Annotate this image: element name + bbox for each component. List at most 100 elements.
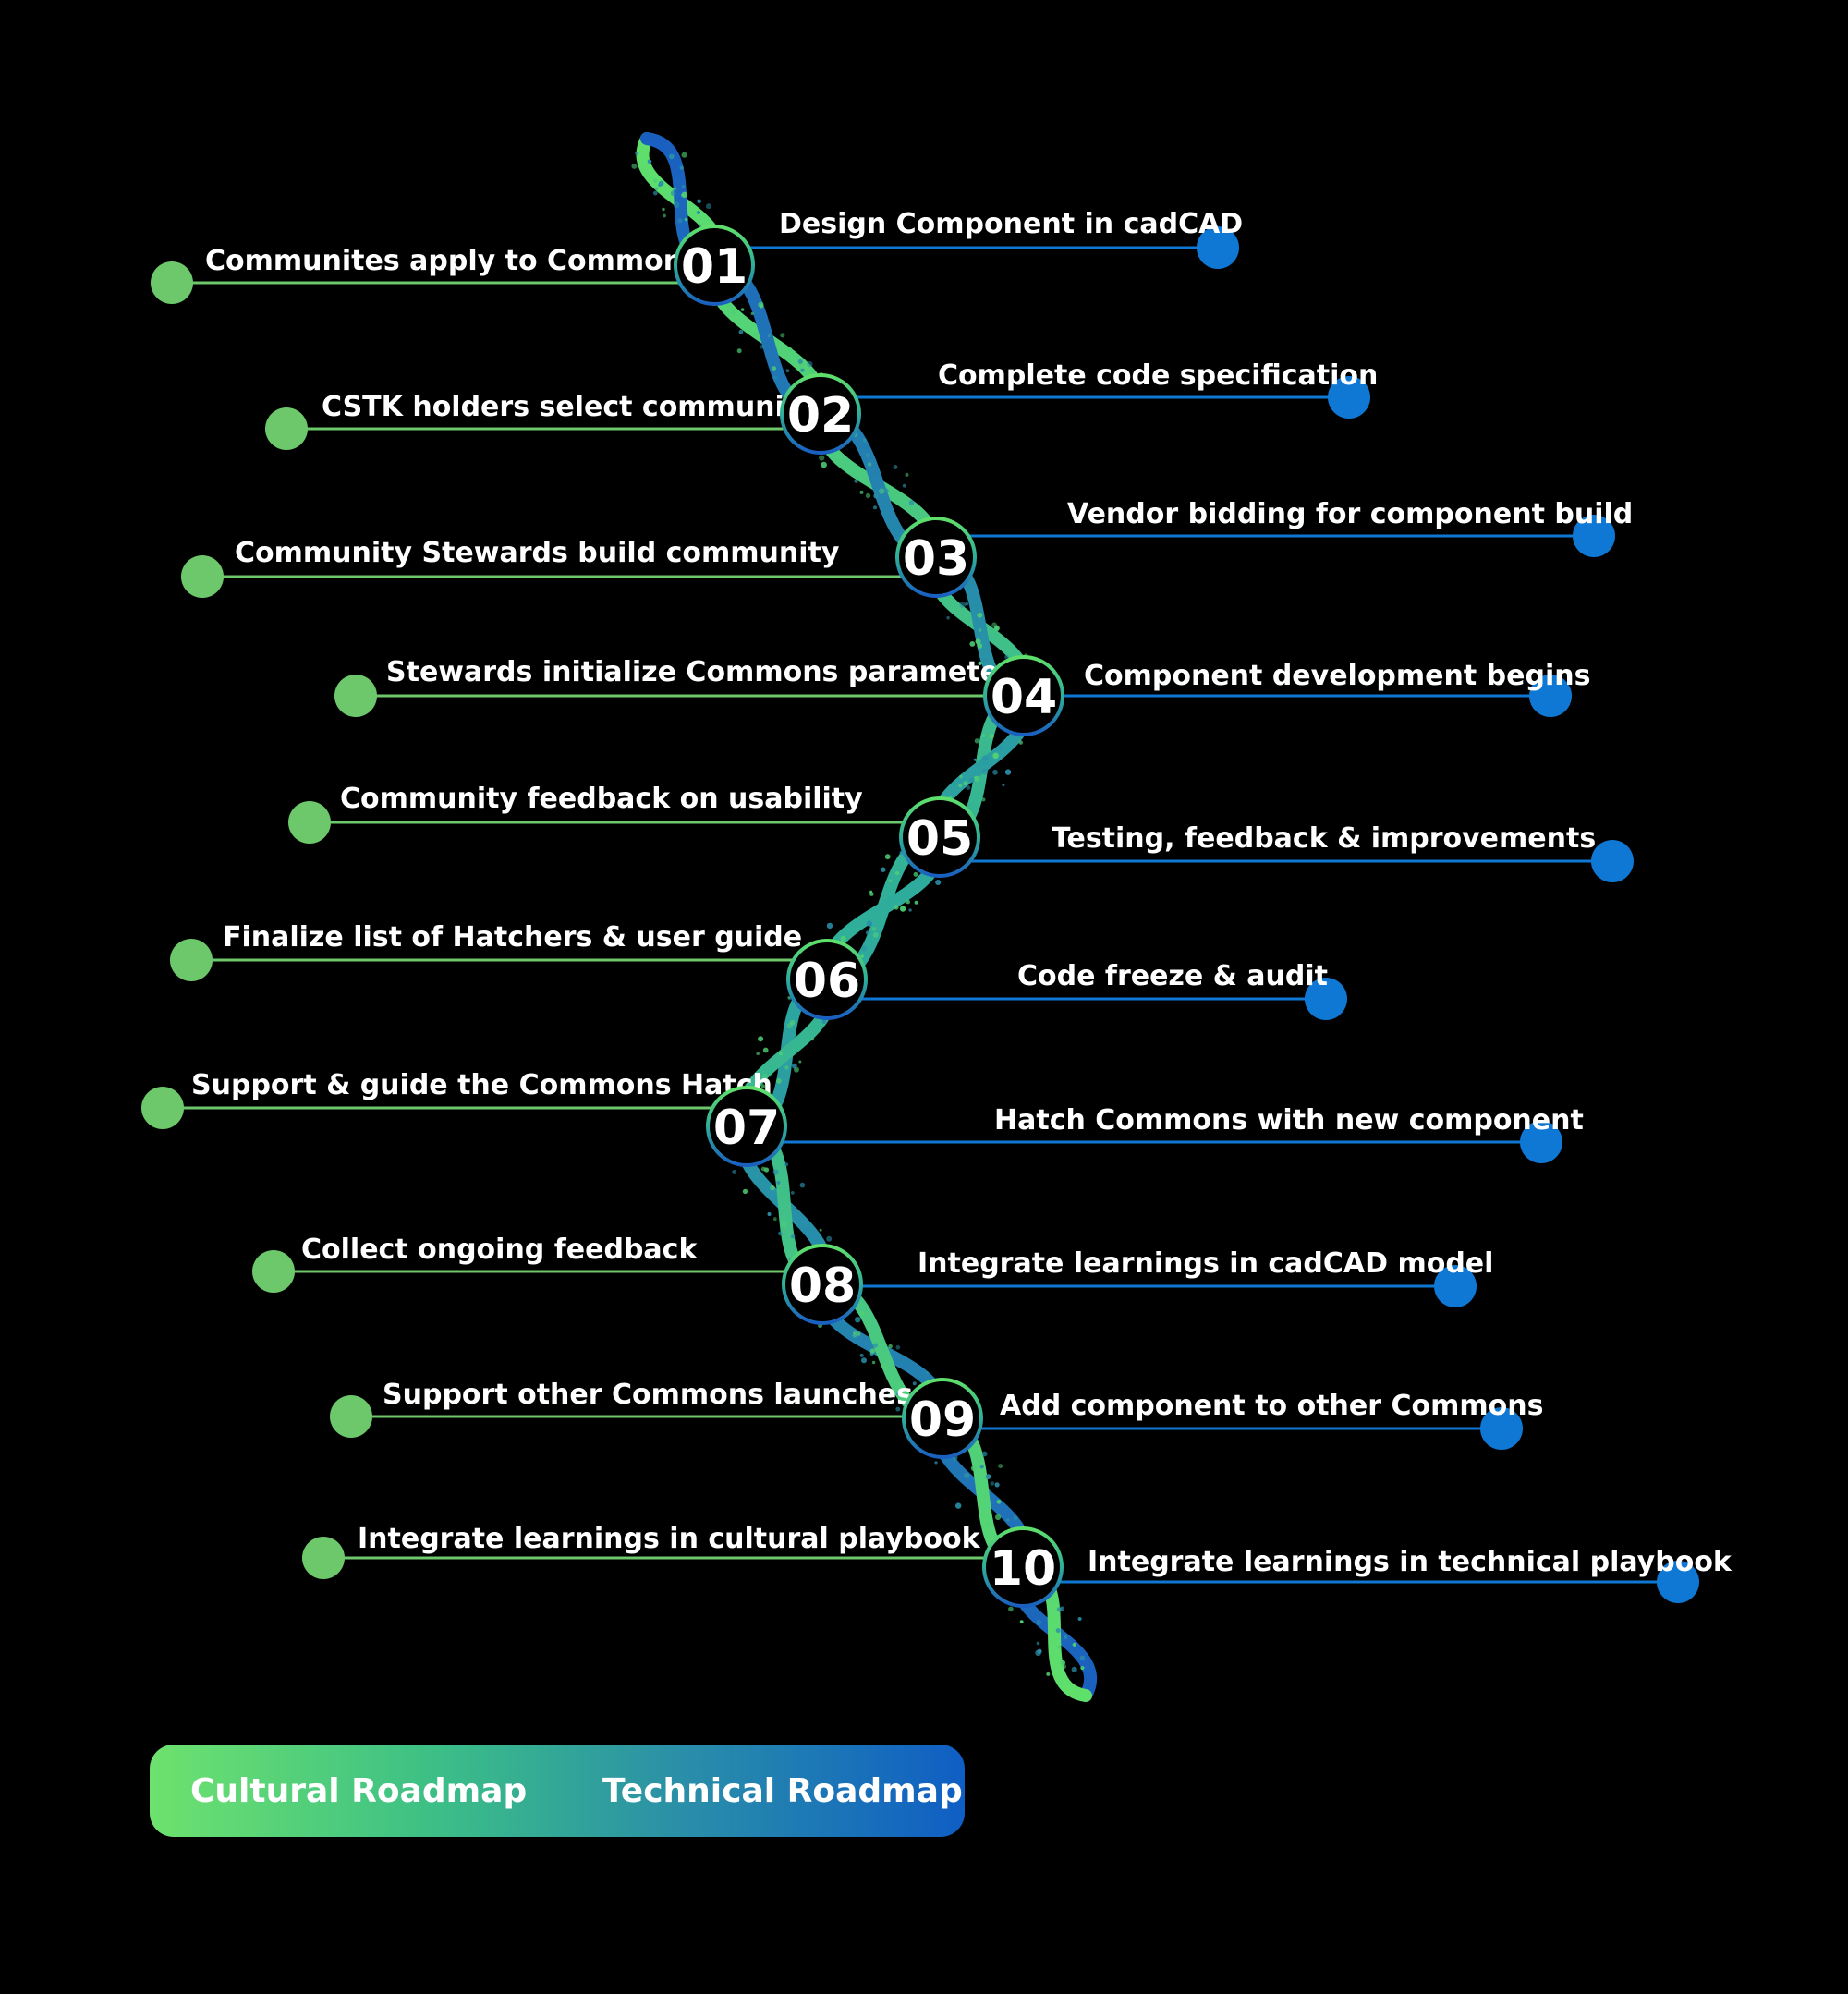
helix-particle [1036,1620,1042,1625]
helix-particle [963,781,968,786]
helix-particle [679,165,684,170]
step-node-9: 09 [902,1378,983,1459]
technical-dot-6 [1305,978,1347,1020]
step-node-ring [706,1086,787,1167]
helix-particle [786,1022,793,1029]
helix-particle [854,479,858,483]
helix-particle [989,733,994,739]
cultural-step-9: Support other Commons launches [383,1379,913,1411]
step-node-8: 08 [782,1244,863,1325]
helix-particle [1018,740,1024,745]
helix-particle [908,500,915,505]
technical-step-2: Complete code specification [938,359,1378,392]
helix-particle [631,163,638,169]
helix-particle [863,1321,867,1325]
helix-particle [991,622,997,627]
helix-particle [819,1228,822,1232]
cultural-step-7: Support & guide the Commons Hatch [191,1069,772,1101]
helix-particle [912,1381,917,1386]
helix-particle [662,207,665,212]
helix-particle [697,199,701,204]
helix-particle [1037,1648,1042,1654]
helix-particle [973,595,977,599]
helix-particle [681,191,687,198]
helix-particle [902,483,906,488]
helix-particle [883,1366,889,1370]
helix-particle [781,1222,787,1228]
helix-particle [778,1231,783,1236]
cultural-dot-9 [330,1395,372,1438]
helix-particle [1055,1628,1061,1634]
helix-particle [754,1169,758,1173]
helix-particle [1046,1672,1051,1676]
helix-particle [1071,1666,1077,1672]
helix-particle [1008,1606,1014,1612]
helix-particle [895,1406,901,1412]
technical-dot-3 [1573,515,1615,557]
helix-particle [872,1343,879,1348]
helix-particle [977,612,983,618]
helix-particle [760,345,765,349]
helix-particle [1004,769,1012,775]
helix-particle [913,871,918,877]
helix-particle [934,1461,938,1465]
cultural-dot-10 [302,1537,345,1579]
helix-particle [663,213,666,218]
helix-particle [970,1465,978,1472]
cultural-dot-6 [170,939,213,981]
helix-particle [826,922,833,930]
cultural-dot-2 [265,407,308,450]
helix-particle [760,1166,766,1172]
helix-particle [935,880,942,885]
technical-step-9: Add component to other Commons [1000,1390,1543,1422]
helix-particle [992,769,998,775]
technical-step-6: Code freeze & audit [1017,960,1328,992]
step-number: 10 [990,1541,1056,1597]
helix-particle [974,738,980,744]
helix-particle [773,375,777,380]
step-node-1: 01 [674,225,755,306]
helix-particle [986,642,990,647]
helix-particle [906,899,910,905]
cultural-step-1: Communites apply to Commons [205,245,699,277]
step-node-6: 06 [786,939,868,1020]
technical-dot-10 [1657,1561,1699,1603]
helix-particle [808,368,815,375]
helix-particle [821,461,827,468]
helix-particle [1060,1660,1065,1666]
cultural-step-4: Stewards initialize Commons parameters [386,656,1029,688]
helix-particle [958,784,963,788]
helix-particle [978,661,982,666]
helix-particle [730,310,736,316]
cultural-dot-5 [288,801,331,844]
helix-particle [790,1191,795,1195]
helix-particle [658,180,664,187]
helix-particle [681,185,686,189]
technical-step-3: Vendor bidding for component build [1067,498,1633,530]
step-node-ring [902,1378,983,1459]
helix-particle [946,615,950,620]
helix-particle [888,879,893,883]
helix-particle [855,1317,861,1323]
helix-particle [1002,784,1005,787]
helix-particle [888,1344,893,1349]
step-number: 01 [681,239,748,295]
helix-particle [652,190,658,196]
cultural-dot-4 [334,675,377,717]
helix-particle [977,643,983,649]
cultural-step-5: Community feedback on usability [340,783,863,815]
cultural-dot-8 [252,1250,295,1293]
helix-particle [1057,1645,1062,1649]
helix-particle [959,602,967,608]
step-number: 05 [906,811,973,867]
helix-particle [767,334,772,338]
technical-dot-8 [1434,1265,1477,1307]
cultural-step-10: Integrate learnings in cultural playbook [358,1523,981,1555]
helix-particle [894,905,899,910]
step-number: 04 [991,670,1057,725]
helix-particle [873,505,877,510]
helix-particle [905,472,909,477]
step-node-3: 03 [895,517,977,598]
